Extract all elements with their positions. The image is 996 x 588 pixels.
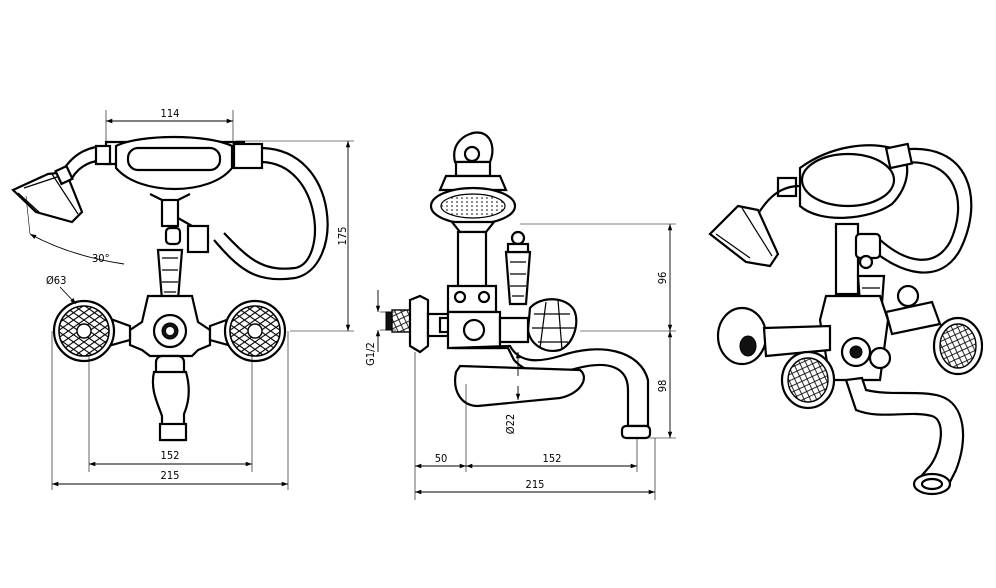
iso-wall-connector xyxy=(716,306,832,366)
left-knob xyxy=(52,299,116,363)
handset xyxy=(94,135,264,228)
knob-side xyxy=(526,298,578,352)
isometric-view xyxy=(708,142,984,496)
dim-spout-reach: 152 xyxy=(543,452,562,465)
spout-side xyxy=(451,344,652,440)
iso-shower-head xyxy=(708,204,780,268)
iso-right-knob xyxy=(932,316,984,376)
dim-knob-diameter: Ø63 xyxy=(46,274,66,287)
hook-cradle xyxy=(453,131,494,178)
iso-handset xyxy=(776,142,914,219)
dim-thread: G1/2 xyxy=(364,342,377,366)
dim-upper-height: 96 xyxy=(656,272,669,285)
dim-spray-angle: 30° xyxy=(92,252,110,265)
iso-left-knob xyxy=(780,350,836,410)
right-knob xyxy=(223,299,287,363)
front-view: 114 175 30° Ø63 152 215 xyxy=(11,107,354,490)
dim-overall-depth: 215 xyxy=(526,478,545,491)
lever-side xyxy=(504,230,532,306)
dim-overall-width: 215 xyxy=(161,469,180,482)
dim-handset-length: 114 xyxy=(161,107,180,120)
shower-head xyxy=(11,164,84,224)
dim-spout-diameter: Ø22 xyxy=(504,414,517,434)
iso-spout xyxy=(844,376,965,496)
dim-lower-height: 98 xyxy=(656,380,669,393)
shower-head-side xyxy=(429,174,517,234)
side-view: 96 98 G1/2 Ø22 50 152 215 xyxy=(364,131,676,500)
dim-centers: 152 xyxy=(161,449,180,462)
dim-wall-offset: 50 xyxy=(435,452,448,465)
dim-total-height: 175 xyxy=(336,227,349,246)
